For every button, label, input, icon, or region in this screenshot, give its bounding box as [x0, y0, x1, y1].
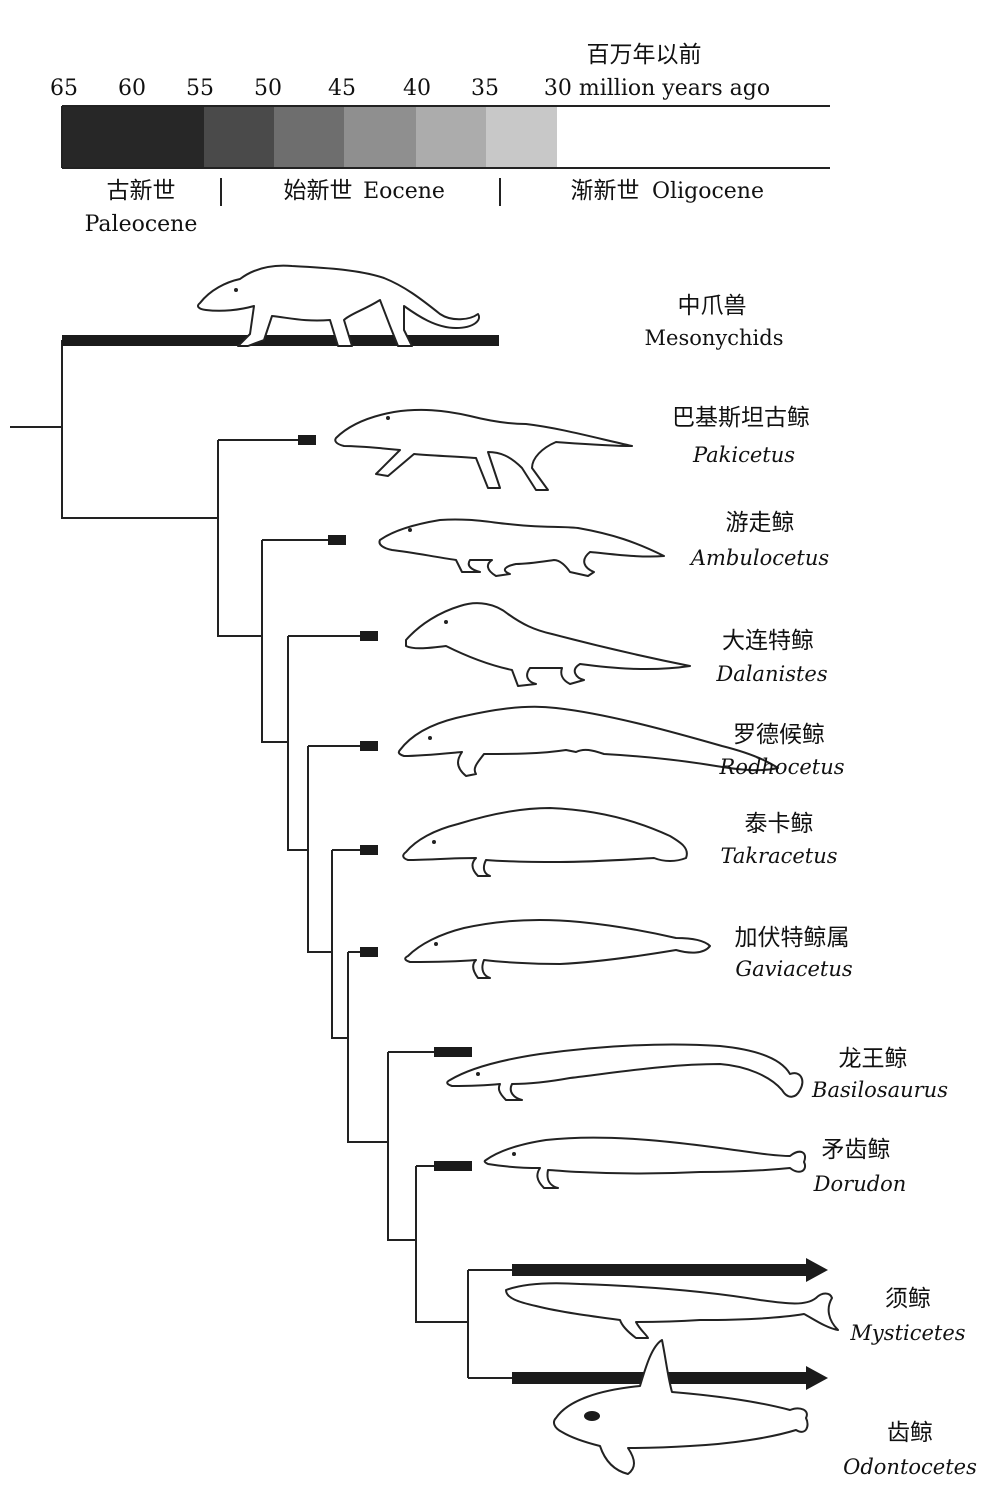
time-segment — [344, 106, 416, 168]
epoch-oligocene-en: Oligocene — [652, 179, 764, 204]
time-segment — [416, 106, 486, 168]
taxon-latin: Takracetus — [720, 844, 837, 868]
baleen-whale-icon — [505, 1282, 839, 1339]
taxon-cn: 齿鲸 — [887, 1420, 933, 1446]
dalanistes-icon — [405, 602, 691, 687]
takracetus-icon — [402, 807, 688, 877]
range-arrow-mysticetes — [512, 1258, 828, 1282]
taxon-cn: 大连特鲸 — [722, 628, 814, 654]
rodhocetus-icon — [397, 705, 779, 777]
epoch-eocene-cn: 始新世 — [284, 178, 353, 204]
epoch-eocene-en: Eocene — [363, 179, 445, 204]
dorudon-icon — [483, 1136, 806, 1189]
tick-label-last: 30 million years ago — [544, 76, 770, 101]
taxon-latin: Ambulocetus — [689, 546, 830, 570]
timescale-title: 百万年以前 — [587, 42, 702, 68]
range-bar-rodhocetus — [360, 741, 378, 751]
epoch-paleocene-cn: 古新世 — [107, 178, 176, 204]
range-bar-ambulocetus — [328, 535, 346, 545]
taxon-latin: Dalanistes — [715, 662, 827, 686]
time-segment — [62, 106, 204, 168]
time-segment — [204, 106, 274, 168]
tick-label: 55 — [186, 76, 214, 101]
taxon-cn: 矛齿鲸 — [822, 1137, 891, 1163]
range-bar-takracetus — [360, 845, 378, 855]
gaviacetus-icon — [404, 919, 711, 979]
taxon-cn: 加伏特鲸属 — [735, 925, 850, 951]
orca-icon — [553, 1339, 809, 1475]
taxon-latin: Dorudon — [813, 1172, 907, 1196]
taxon-latin: Gaviacetus — [735, 957, 853, 981]
taxon-cn: 游走鲸 — [726, 510, 795, 536]
taxon-cn: 龙王鲸 — [839, 1046, 908, 1072]
taxon-cn: 巴基斯坦古鲸 — [672, 405, 810, 431]
time-segment — [486, 106, 557, 168]
mesonychid-icon — [197, 264, 480, 347]
tick-label: 65 — [50, 76, 78, 101]
tick-label: 60 — [118, 76, 146, 101]
basilosaurus-icon — [446, 1043, 804, 1101]
range-bar-pakicetus — [298, 435, 316, 445]
range-bar-gaviacetus — [360, 947, 378, 957]
epoch-paleocene-en: Paleocene — [85, 212, 198, 237]
epoch-oligocene-cn: 渐新世 — [571, 178, 640, 204]
time-scale: 百万年以前 65 60 55 50 45 40 35 30 million ye… — [50, 42, 830, 237]
range-bar-dalanistes — [360, 631, 378, 641]
range-bar-basilosaurus — [434, 1047, 472, 1057]
taxon-latin: Mesonychids — [645, 326, 784, 350]
phylogenetic-tree — [10, 335, 828, 1390]
ambulocetus-icon — [378, 518, 665, 577]
taxon-cn: 泰卡鲸 — [745, 811, 814, 837]
range-bar-mesonychids — [62, 335, 499, 346]
pakicetus-icon — [334, 408, 633, 491]
taxon-latin: Pakicetus — [692, 443, 795, 467]
tick-label: 35 — [471, 76, 499, 101]
taxon-latin: Basilosaurus — [811, 1078, 948, 1102]
range-bar-dorudon — [434, 1161, 472, 1171]
tree-branches — [10, 340, 512, 1379]
tick-label: 45 — [328, 76, 356, 101]
taxon-latin: Odontocetes — [843, 1455, 977, 1479]
tick-label: 50 — [254, 76, 282, 101]
taxon-cn: 须鲸 — [885, 1286, 931, 1312]
taxon-latin: Rodhocetus — [719, 755, 845, 779]
taxon-labels: 中爪兽 Mesonychids 巴基斯坦古鲸 Pakicetus 游走鲸 Amb… — [645, 293, 978, 1479]
tick-label: 40 — [403, 76, 431, 101]
time-segment — [274, 106, 344, 168]
taxon-latin: Mysticetes — [849, 1321, 965, 1345]
taxon-cn: 中爪兽 — [678, 293, 747, 319]
taxon-cn: 罗德候鲸 — [733, 722, 825, 748]
